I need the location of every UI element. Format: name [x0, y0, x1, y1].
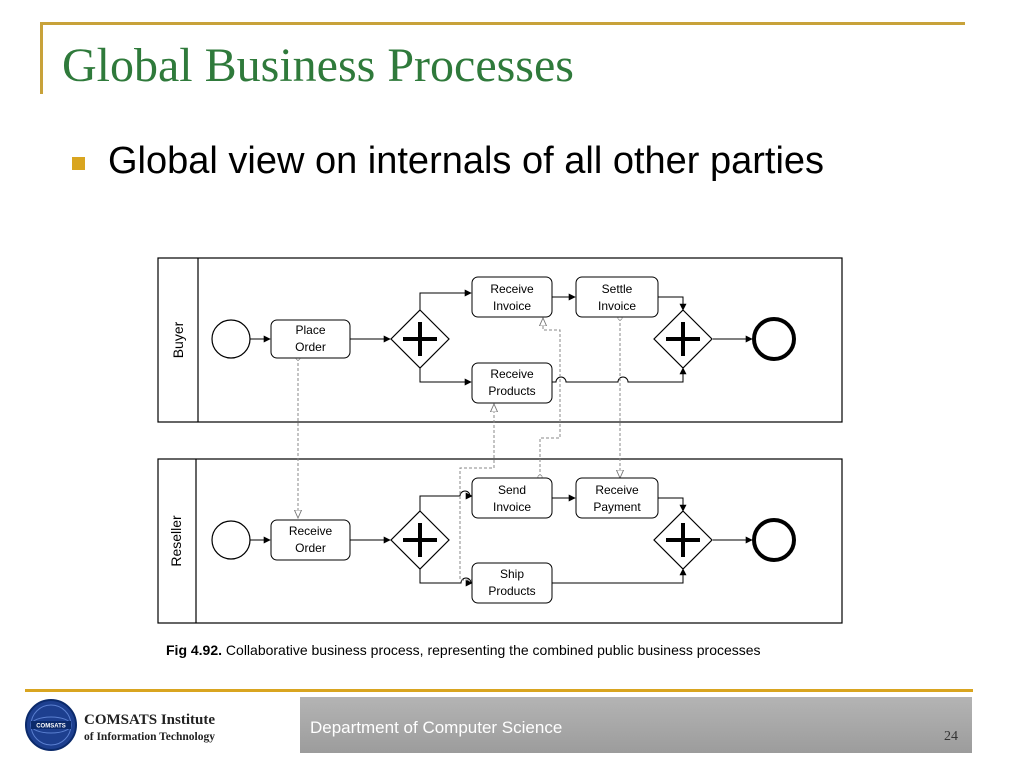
reseller-end-event	[752, 518, 796, 562]
title-accent-horizontal	[40, 22, 965, 25]
task-place-order: Place Order	[270, 319, 351, 359]
footer-band: Department of Computer Science 24	[300, 697, 972, 753]
figure-caption-text: Collaborative business process, represen…	[222, 642, 761, 658]
svg-text:Products: Products	[488, 384, 535, 398]
department-name: Department of Computer Science	[310, 718, 563, 737]
svg-text:Receive: Receive	[595, 483, 639, 497]
reseller-sequence-flows	[250, 490, 753, 587]
buyer-join-gateway	[653, 309, 713, 369]
buyer-start-event	[211, 319, 251, 359]
figure-caption: Fig 4.92. Collaborative business process…	[166, 641, 836, 660]
page-number: 24	[944, 729, 958, 744]
lane-label-buyer: Buyer	[170, 321, 186, 358]
lane-label-reseller: Reseller	[168, 515, 184, 567]
buyer-end-event	[752, 317, 796, 361]
comsats-logo: COMSATS COMSATS Institute of Information…	[25, 699, 215, 751]
task-receive-order: Receive Order	[270, 519, 351, 561]
svg-text:Products: Products	[488, 584, 535, 598]
title-accent-vertical	[40, 22, 43, 94]
logo-emblem-text: COMSATS	[36, 724, 66, 730]
task-receive-invoice: Receive Invoice	[471, 276, 553, 318]
footer-accent-line	[25, 689, 973, 692]
svg-text:Receive: Receive	[490, 282, 534, 296]
svg-text:Invoice: Invoice	[598, 299, 636, 313]
svg-text:Order: Order	[295, 541, 326, 555]
svg-text:Invoice: Invoice	[493, 299, 531, 313]
svg-text:Settle: Settle	[602, 282, 633, 296]
bullet-text: Global view on internals of all other pa…	[108, 140, 825, 182]
task-send-invoice: Send Invoice	[471, 477, 553, 519]
reseller-join-gateway	[653, 510, 713, 570]
task-settle-invoice: Settle Invoice	[575, 276, 659, 318]
slide-title: Global Business Processes	[62, 39, 574, 92]
task-receive-products: Receive Products	[471, 362, 553, 404]
task-receive-payment: Receive Payment	[575, 477, 659, 519]
svg-text:Invoice: Invoice	[493, 500, 531, 514]
message-flows	[298, 318, 620, 580]
bullet-marker	[72, 157, 85, 170]
task-ship-products: Ship Products	[471, 562, 553, 604]
figure-label: Fig 4.92.	[166, 642, 223, 658]
svg-text:Order: Order	[295, 340, 326, 354]
org-name-line1: COMSATS Institute	[84, 712, 215, 728]
reseller-start-event	[211, 520, 251, 560]
svg-text:Place: Place	[295, 323, 325, 337]
org-name-line2: of Information Technology	[84, 731, 215, 743]
svg-text:Receive: Receive	[490, 367, 534, 381]
reseller-split-gateway	[390, 510, 450, 570]
svg-text:Payment: Payment	[593, 500, 641, 514]
svg-text:Send: Send	[498, 483, 526, 497]
svg-text:Receive: Receive	[289, 524, 333, 538]
buyer-split-gateway	[390, 309, 450, 369]
svg-text:Ship: Ship	[500, 567, 524, 581]
